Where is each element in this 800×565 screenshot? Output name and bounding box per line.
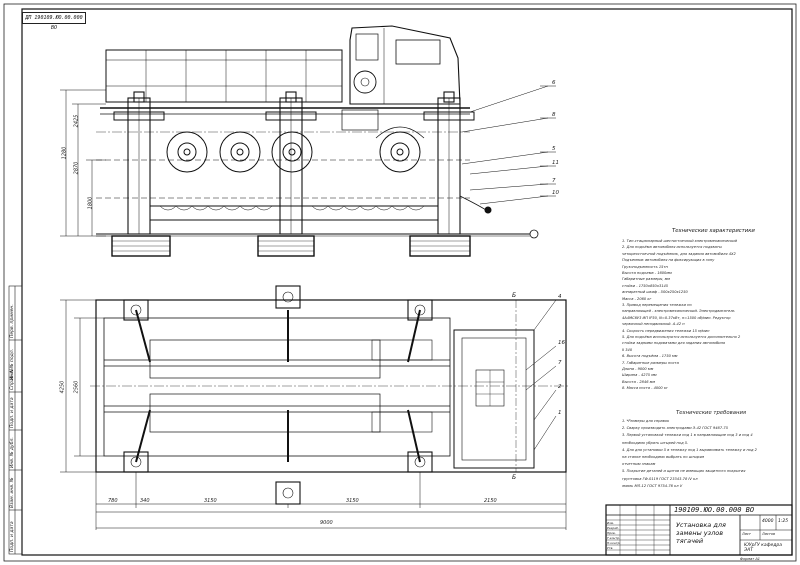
side-stamp-label: Инв. № дубл. — [10, 437, 15, 468]
title-format: Формат А1 — [740, 557, 760, 561]
truck-cargo-body — [105, 49, 343, 103]
note-line: эмаль МЛ-12 ГОСТ 9754-76 кл V — [622, 483, 683, 488]
title-role: Н.контр. — [607, 541, 621, 545]
note-line: аппаратный шкаф - 500х250х1250 — [622, 290, 688, 295]
note-line: 4А4МС6У3 ИП IP30, N=0.37кВт, n=1500 об/м… — [622, 315, 731, 320]
callout-5: 5 — [552, 146, 556, 152]
note-line: 5. Покрытие деталей и щитов не имеющих з… — [622, 469, 746, 474]
title-role: Разраб. — [607, 526, 619, 530]
callout-7: 7 — [552, 178, 556, 184]
inner-frame — [21, 8, 793, 556]
outer-frame — [3, 3, 797, 562]
callout-10: 10 — [552, 190, 559, 196]
note-line: Высота - 2846 мм — [622, 379, 656, 384]
truck-cab — [349, 25, 461, 105]
callout-6: 6 — [552, 80, 556, 86]
title-block — [605, 504, 793, 556]
callout-plan-1: 1 — [558, 410, 562, 416]
lift-columns — [127, 91, 461, 235]
elevation-view — [60, 25, 556, 257]
note-line: Ширина - 4275 мм — [622, 373, 657, 378]
dim-small-a: 780 — [108, 498, 118, 504]
trolley-beam — [149, 205, 439, 221]
section-mark-top: Б — [512, 292, 517, 299]
note-line: Масса - 2060 кг — [622, 296, 652, 301]
side-stamp-label: Перв. примен. — [10, 304, 15, 338]
title-org: ЮУрГУ кафедра ЭАТ — [744, 543, 782, 553]
note-line: червячный неподвижный. А-42 н — [622, 322, 685, 327]
title-role: Т.контр. — [607, 536, 621, 540]
dim-mid-span: 3150 — [346, 498, 359, 504]
note-line: направляющей - электромеханический. Элек… — [622, 309, 735, 314]
note-line: 2. Для подъёма автомобиля используется п… — [622, 245, 722, 250]
callout-8: 8 — [552, 112, 556, 118]
dim-height-2: 2870 — [73, 161, 80, 175]
dim-plan-width: 4250 — [59, 380, 66, 394]
callout-plan-7: 7 — [558, 360, 562, 366]
callout-plan-2: 2 — [558, 384, 562, 390]
title-mass: 4000 — [762, 519, 774, 524]
title-name: Установка для замены узлов тягачей — [676, 521, 726, 545]
dim-plan-inner: 2560 — [73, 380, 80, 394]
dim-small-b: 340 — [140, 498, 150, 504]
dim-right-span: 2150 — [484, 498, 497, 504]
note-line: 8. Масса поста - 4000 кг — [622, 386, 668, 391]
dim-height-4: 2425 — [73, 114, 80, 128]
side-stamp-label: Инв. № подл. — [10, 348, 15, 380]
note-line: 7. Габаритные размеры поста — [622, 360, 679, 365]
dim-height-3: 1800 — [87, 196, 94, 210]
callout-11: 11 — [552, 160, 559, 166]
note-line: грунтовка ГФ-0119 ГОСТ 23343-78 IV кл — [622, 476, 698, 481]
callout-plan-4: 4 — [558, 294, 562, 300]
title-doc-number: 190109.ЮО.00.000 ВО — [674, 506, 755, 514]
title-sheets: Листов — [762, 532, 776, 536]
note-line: необходимо убрать штырей под 5. — [622, 440, 689, 445]
dim-total-length: 9000 — [320, 520, 333, 526]
wheels — [166, 131, 421, 173]
plan-view — [60, 285, 570, 530]
note-line: II 340 — [622, 347, 633, 352]
note-line: 1. *Размеры для справок — [622, 419, 670, 423]
note-line: четырехстоечной подъёмник, для задания а… — [622, 251, 736, 256]
note-line: 4. Скорость передвижения тележки 15 м/ми… — [622, 328, 710, 333]
title-role: Пров. — [607, 531, 616, 535]
note-line: Грузоподъемность 15тн — [622, 264, 668, 269]
note-line: 6. Высота подъёма - 1750 мм — [622, 354, 678, 359]
plan-columns — [123, 285, 433, 505]
note-line: стойки задними подхватами для задания ав… — [622, 341, 726, 346]
note-line: 4. Для для установки 5 в тележку под 1 в… — [622, 447, 757, 452]
title-role: Утв. — [607, 546, 614, 550]
title-role: Изм. — [607, 521, 615, 525]
side-stamp-label: Взам. инв. № — [10, 477, 15, 508]
note-line: 3. Первой установкой тележки под 1 в нап… — [622, 433, 753, 438]
note-line: 2. Сварку производить электродами Э-42 Г… — [622, 426, 729, 431]
note-line: Высота подъема - 1600мм — [622, 271, 672, 275]
side-stamp-strip — [8, 285, 23, 555]
note-line: Подъемник автомобиля на фиксирующих в зо… — [622, 258, 715, 263]
note-line: Габаритные размеры, мм — [622, 277, 671, 282]
drawing-code-stamp: ДП 190109.ЮО.00.000 ВО — [22, 12, 86, 31]
note-line: отчетным знакам — [622, 462, 656, 467]
side-stamp-label: Подп. и дата — [10, 397, 15, 428]
section-mark-bottom: Б — [512, 474, 517, 481]
side-stamp-label: Подп. и дата — [10, 521, 15, 552]
title-scale: 1:25 — [778, 519, 789, 524]
note-line: 1. Тип-стационарный шестистоечный электр… — [622, 239, 737, 243]
tech-title: Технические характеристики — [672, 228, 755, 234]
note-line: Длина - 9000 мм — [622, 367, 654, 371]
dim-height-total: 1280 — [61, 146, 68, 160]
note-line: на станке необходимо выбрать по штырям — [622, 455, 705, 459]
req-title: Технические требования — [676, 410, 747, 416]
note-line: стойки - 1750х850х3145 — [622, 283, 669, 288]
note-line: 3. Привод перемещения тележки по — [622, 303, 692, 307]
title-sheet: Лист — [742, 532, 751, 536]
callout-plan-16: 16 — [558, 340, 565, 346]
dim-left-span: 3150 — [204, 498, 217, 504]
note-line: 5. Для подъёма используются используется… — [622, 335, 741, 339]
